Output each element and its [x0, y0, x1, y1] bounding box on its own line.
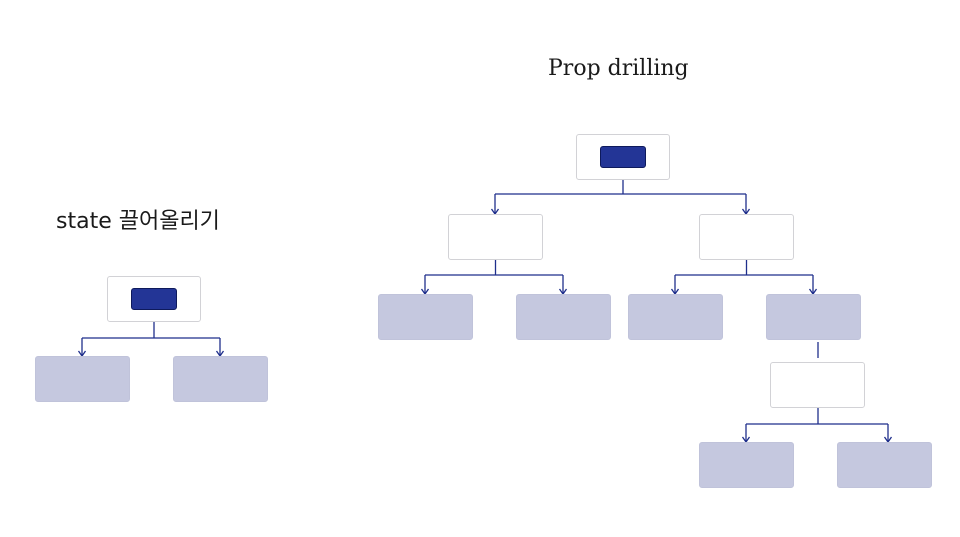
component-node-r-leaf-3	[628, 294, 723, 340]
state-lifting-title: state 끌어올리기	[56, 209, 220, 234]
component-node-r-deep-2	[837, 442, 932, 488]
component-node-r-leaf-1	[378, 294, 473, 340]
state-chip	[131, 288, 177, 310]
component-node-r-leaf-4	[766, 294, 861, 340]
prop-drilling-title: Prop drilling	[548, 56, 689, 81]
state-chip	[600, 146, 646, 168]
component-node-r-leaf-2	[516, 294, 611, 340]
component-node-r-mid-2	[699, 214, 794, 260]
component-node-r-mid-1	[448, 214, 543, 260]
component-node-r-pass-through	[770, 362, 865, 408]
component-node-l-child-1	[35, 356, 130, 402]
component-node-r-deep-1	[699, 442, 794, 488]
component-node-l-child-2	[173, 356, 268, 402]
